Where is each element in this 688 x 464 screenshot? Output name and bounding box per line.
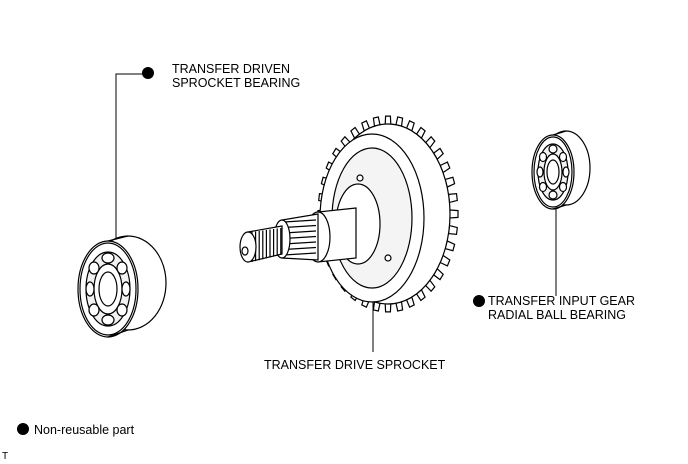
transfer-drive-sprocket <box>239 115 459 313</box>
label-driven-bearing-line1: TRANSFER DRIVEN <box>172 62 291 76</box>
non-reusable-marker-driven <box>142 67 154 79</box>
legend-marker <box>17 423 29 435</box>
spline-line <box>283 219 317 223</box>
label-input-bearing-line1: TRANSFER INPUT GEAR <box>488 294 636 308</box>
spline-line <box>283 252 317 256</box>
label-drive-sprocket: TRANSFER DRIVE SPROCKET <box>264 358 446 372</box>
gear-tooth <box>384 303 392 313</box>
gear-tooth <box>449 209 459 219</box>
driven-sprocket-bearing <box>77 235 167 338</box>
spline-line <box>283 224 317 229</box>
corner-mark: T <box>2 451 9 462</box>
gear-tooth <box>384 115 392 125</box>
input-gear-radial-ball-bearing <box>531 130 591 210</box>
label-driven-bearing-line2: SPROCKET BEARING <box>172 76 301 90</box>
legend-text: Non-reusable part <box>34 423 135 437</box>
leader-driven-bearing <box>115 73 147 240</box>
label-input-bearing-line2: RADIAL BALL BEARING <box>488 308 627 322</box>
non-reusable-marker-input <box>473 295 485 307</box>
